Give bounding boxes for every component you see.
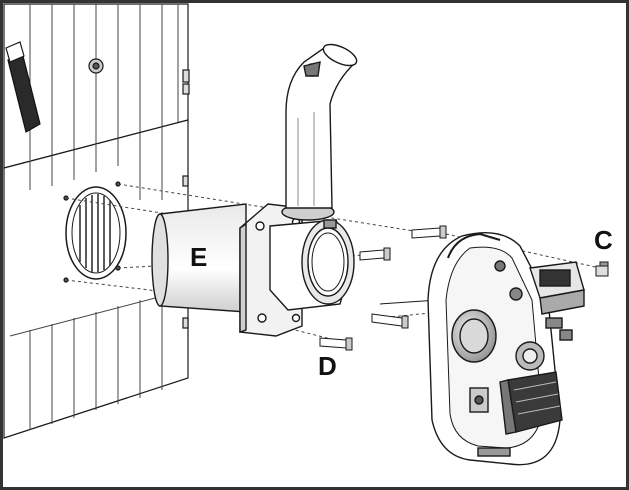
screw-d	[319, 337, 353, 351]
screw-middle	[359, 247, 391, 261]
connector-body	[269, 203, 355, 311]
screw-upper	[411, 225, 447, 239]
boiler-body	[3, 3, 190, 439]
callout-e: E	[190, 242, 208, 272]
control-box-upper	[529, 261, 585, 315]
pipe-clip	[303, 61, 321, 77]
lower-ribs-top	[29, 127, 163, 200]
gear-wheel	[515, 341, 545, 371]
callout-d: D	[318, 351, 337, 381]
panel-bolt	[88, 58, 104, 74]
burner-unit	[427, 231, 585, 466]
fuel-pipe	[285, 43, 358, 209]
cap-c	[595, 261, 609, 277]
callout-c: C	[594, 225, 613, 255]
photocell	[469, 387, 489, 413]
burner-fittings	[494, 260, 573, 341]
burner-tube	[151, 203, 247, 313]
blower-motor	[451, 309, 497, 363]
control-box-lower	[499, 371, 563, 435]
